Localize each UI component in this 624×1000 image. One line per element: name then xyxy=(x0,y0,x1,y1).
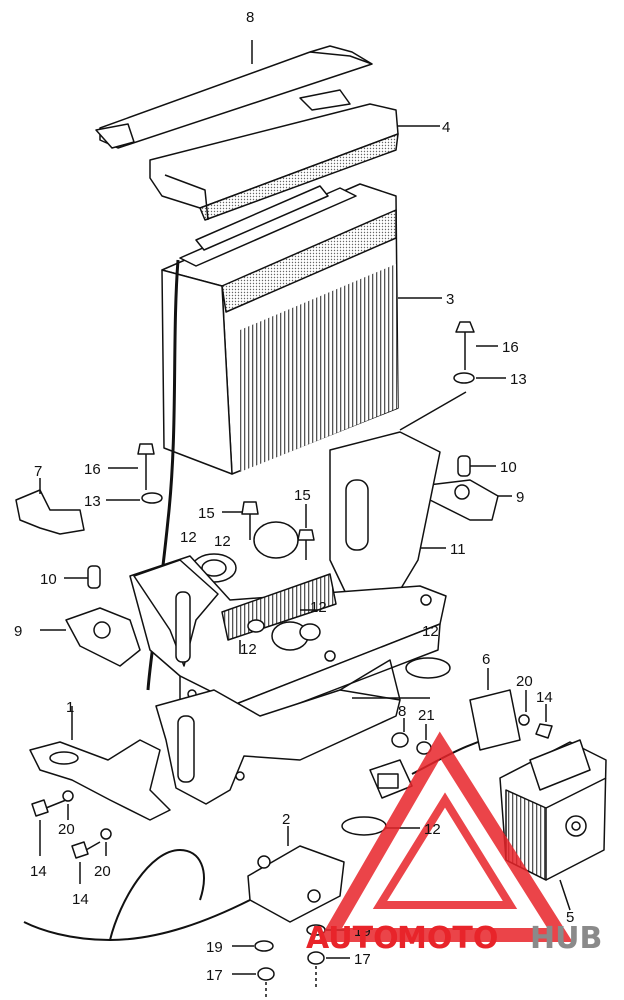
label-16: 16 xyxy=(502,339,519,356)
mount-bracket xyxy=(29,706,171,821)
label-4: 4 xyxy=(442,119,450,136)
part-labels: 8 4 3 16 13 7 16 13 10 9 15 15 12 12 11 … xyxy=(14,9,574,984)
label-8: 8 xyxy=(246,9,254,26)
clamp xyxy=(15,478,85,535)
regulator-unit xyxy=(499,739,607,911)
label-20: 20 xyxy=(94,863,111,880)
label-15: 15 xyxy=(294,487,311,504)
label-9: 9 xyxy=(14,623,22,640)
label-12: 12 xyxy=(180,529,197,546)
label-8: 8 xyxy=(398,703,406,720)
label-15: 15 xyxy=(198,505,215,522)
label-2: 2 xyxy=(282,811,290,828)
label-1: 1 xyxy=(66,699,74,716)
bolt-and-washer-left xyxy=(106,443,163,504)
label-14: 14 xyxy=(536,689,553,706)
label-12: 12 xyxy=(310,599,327,616)
label-14: 14 xyxy=(30,863,47,880)
battery-cover xyxy=(149,89,440,221)
connector-and-plate xyxy=(369,668,521,799)
label-19: 19 xyxy=(354,923,371,940)
label-12: 12 xyxy=(214,533,231,550)
nuts-center xyxy=(391,718,432,755)
watermark-moto: MOTO xyxy=(397,921,498,956)
bolts-right xyxy=(518,690,553,739)
ignition-module xyxy=(23,826,345,941)
label-13: 13 xyxy=(510,371,527,388)
battery-bracket xyxy=(329,431,446,603)
battery-strap xyxy=(95,40,373,149)
label-3: 3 xyxy=(446,291,454,308)
label-6: 6 xyxy=(482,651,490,668)
label-7: 7 xyxy=(34,463,42,480)
spacer-and-holder-left xyxy=(40,565,141,667)
watermark-text: AUTO MOTO HUB xyxy=(306,921,602,956)
watermark-logo xyxy=(317,731,573,942)
grommet-lower xyxy=(341,816,420,836)
battery xyxy=(146,183,442,691)
watermark-auto: AUTO xyxy=(306,921,399,956)
battery-tray xyxy=(129,555,447,727)
label-17: 17 xyxy=(354,951,371,968)
label-21: 21 xyxy=(418,707,435,724)
label-17: 17 xyxy=(206,967,223,984)
label-16: 16 xyxy=(84,461,101,478)
label-5: 5 xyxy=(566,909,574,926)
label-20: 20 xyxy=(516,673,533,690)
label-12: 12 xyxy=(424,821,441,838)
spacer-and-holder-right xyxy=(419,455,512,521)
bolts-lower-left xyxy=(31,790,112,884)
bolt-and-washer-right xyxy=(399,321,506,431)
label-12: 12 xyxy=(240,641,257,658)
label-14: 14 xyxy=(72,891,89,908)
label-12: 12 xyxy=(422,623,439,640)
label-20: 20 xyxy=(58,821,75,838)
lower-frame xyxy=(155,657,451,805)
watermark-hub: HUB xyxy=(530,921,602,956)
label-13: 13 xyxy=(84,493,101,510)
label-10: 10 xyxy=(500,459,517,476)
label-9: 9 xyxy=(516,489,524,506)
label-10: 10 xyxy=(40,571,57,588)
label-11: 11 xyxy=(450,541,466,558)
label-19: 19 xyxy=(206,939,223,956)
washers-and-nuts-bottom xyxy=(232,924,350,1000)
